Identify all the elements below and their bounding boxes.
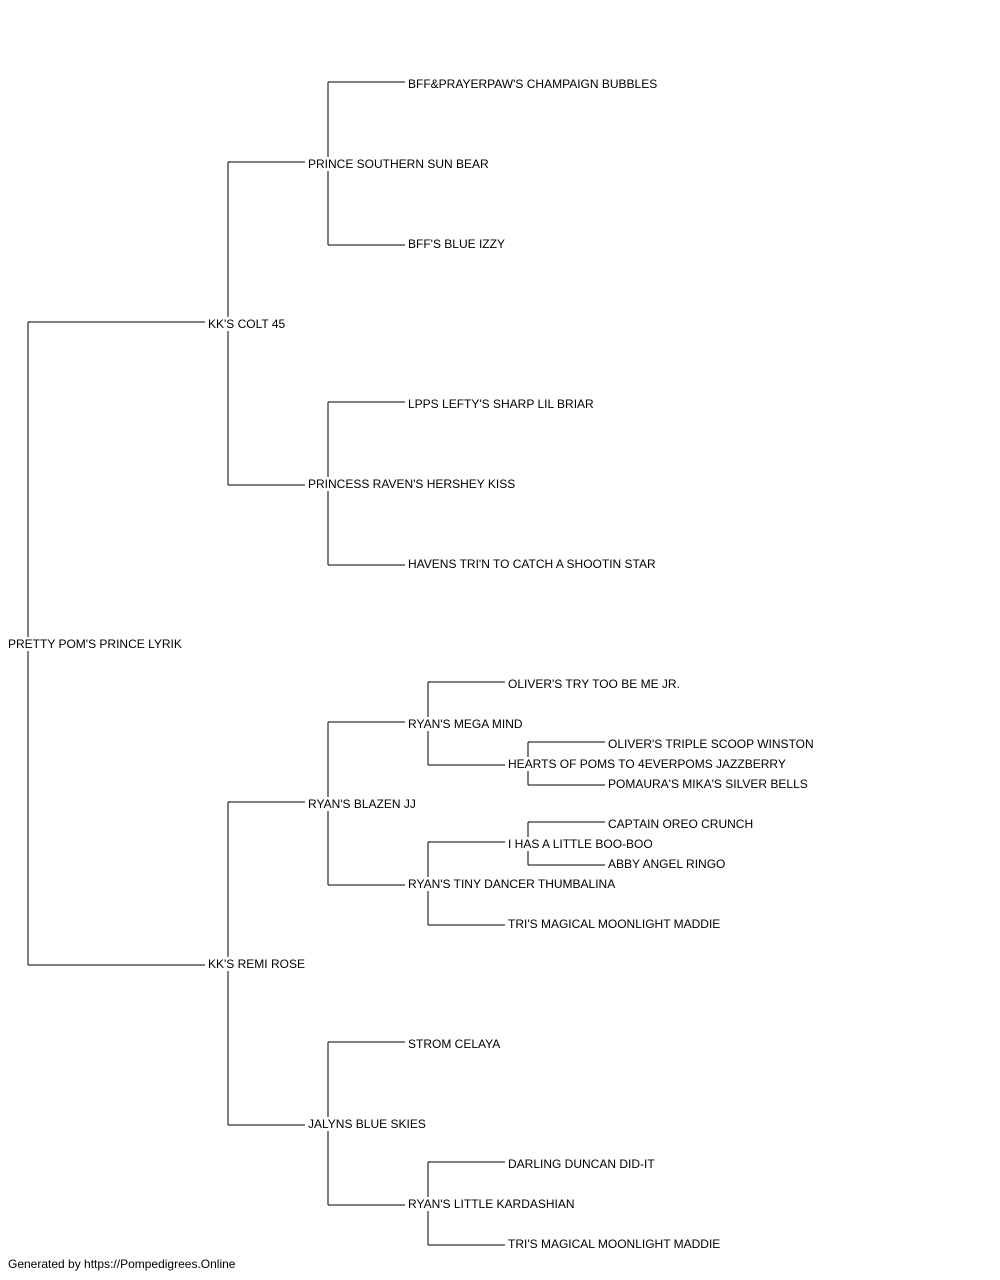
dog-name-sire-dam: PRINCESS RAVEN'S HERSHEY KISS	[308, 477, 518, 491]
dog-name-sire-sire-sire: BFF&PRAYERPAW'S CHAMPAIGN BUBBLES	[408, 77, 660, 91]
dog-name-dam-sire-dam-dam: TRI'S MAGICAL MOONLIGHT MADDIE	[508, 917, 723, 931]
dog-name-dam-dam-dam: RYAN'S LITTLE KARDASHIAN	[408, 1197, 577, 1211]
dog-name-subject: PRETTY POM'S PRINCE LYRIK	[8, 637, 184, 651]
dog-name-dam-sire-sire-sire: OLIVER'S TRY TOO BE ME JR.	[508, 677, 682, 691]
dog-name-dam-dam-dam-dam: TRI'S MAGICAL MOONLIGHT MADDIE	[508, 1237, 723, 1251]
dog-name-dam-sire-sire-dam-dam: POMAURA'S MIKA'S SILVER BELLS	[608, 777, 810, 791]
dog-name-sire-dam-sire: LPPS LEFTY'S SHARP LIL BRIAR	[408, 397, 596, 411]
dog-name-dam-dam-dam-sire: DARLING DUNCAN DID-IT	[508, 1157, 657, 1171]
dog-name-dam-sire-dam-sire-dam: ABBY ANGEL RINGO	[608, 857, 728, 871]
dog-name-dam-sire-dam-sire: I HAS A LITTLE BOO-BOO	[508, 837, 655, 851]
dog-name-dam-sire-dam: RYAN'S TINY DANCER THUMBALINA	[408, 877, 618, 891]
dog-name-sire-dam-dam: HAVENS TRI'N TO CATCH A SHOOTIN STAR	[408, 557, 658, 571]
dog-name-dam-sire-sire-dam-sire: OLIVER'S TRIPLE SCOOP WINSTON	[608, 737, 816, 751]
dog-name-dam-dam-sire: STROM CELAYA	[408, 1037, 503, 1051]
footer-credit: Generated by https://Pompedigrees.Online	[8, 1257, 238, 1271]
dog-name-dam-sire-sire: RYAN'S MEGA MIND	[408, 717, 525, 731]
dog-name-dam: KK'S REMI ROSE	[208, 957, 307, 971]
dog-name-sire-sire: PRINCE SOUTHERN SUN BEAR	[308, 157, 491, 171]
dog-name-sire-sire-dam: BFF'S BLUE IZZY	[408, 237, 507, 251]
dog-name-sire: KK'S COLT 45	[208, 317, 288, 331]
dog-name-dam-dam: JALYNS BLUE SKIES	[308, 1117, 428, 1131]
dog-name-dam-sire: RYAN'S BLAZEN JJ	[308, 797, 418, 811]
dog-name-dam-sire-sire-dam: HEARTS OF POMS TO 4EVERPOMS JAZZBERRY	[508, 757, 788, 771]
dog-name-dam-sire-dam-sire-sire: CAPTAIN OREO CRUNCH	[608, 817, 756, 831]
